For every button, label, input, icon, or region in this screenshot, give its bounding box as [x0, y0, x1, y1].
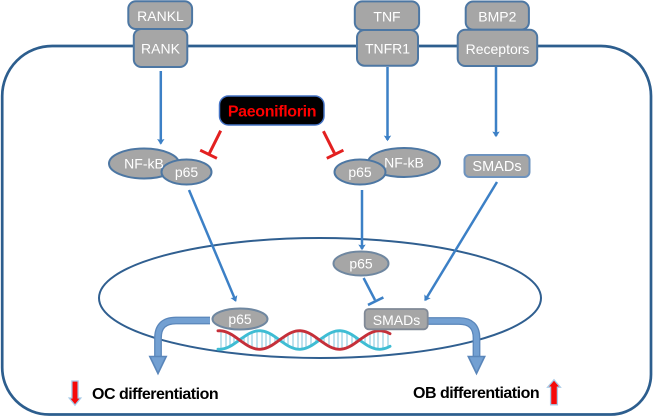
svg-text:Paeoniflorin: Paeoniflorin	[228, 104, 316, 121]
svg-text:NF-kB: NF-kB	[124, 156, 164, 172]
svg-text:p65: p65	[228, 311, 252, 327]
svg-text:p65: p65	[175, 164, 199, 180]
svg-text:Receptors: Receptors	[466, 41, 530, 57]
svg-text:TNF: TNF	[373, 9, 400, 25]
svg-text:NF-kB: NF-kB	[384, 155, 424, 171]
svg-text:SMADs: SMADs	[472, 159, 521, 175]
svg-text:RANK: RANK	[141, 41, 181, 57]
svg-text:OC differentiation: OC differentiation	[92, 386, 218, 403]
svg-text:p65: p65	[348, 164, 372, 180]
svg-text:SMADs: SMADs	[373, 312, 420, 328]
svg-text:BMP2: BMP2	[478, 9, 516, 25]
svg-text:RANKL: RANKL	[137, 8, 184, 24]
svg-text:OB differentiation: OB differentiation	[413, 385, 539, 402]
svg-text:TNFR1: TNFR1	[365, 41, 410, 57]
svg-text:p65: p65	[349, 256, 373, 272]
